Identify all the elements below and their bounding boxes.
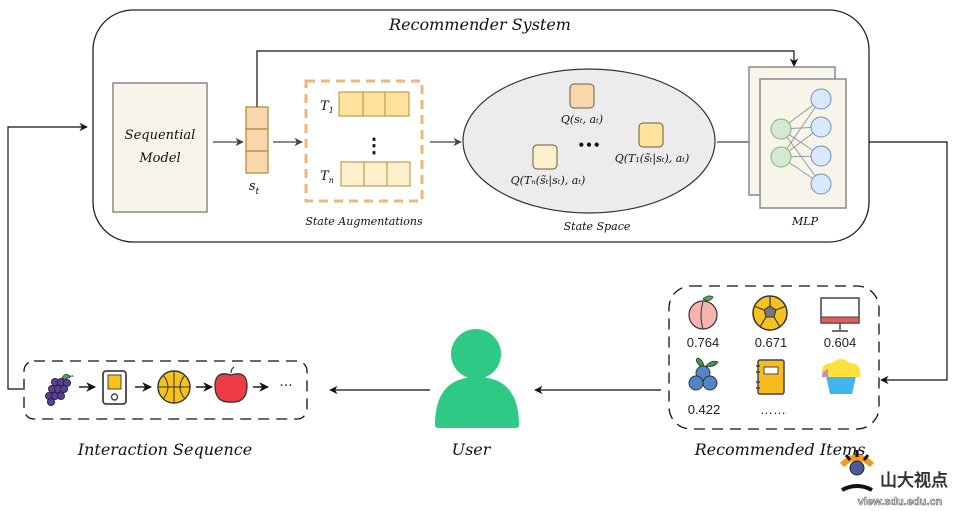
mlp-block bbox=[748, 66, 847, 209]
interaction-sequence-box bbox=[23, 360, 308, 420]
state-augmentations-box bbox=[304, 79, 424, 203]
watermark-logo-icon bbox=[839, 450, 875, 492]
apple-icon bbox=[214, 366, 248, 403]
state-space-label: State Space bbox=[564, 220, 631, 233]
state-space-ellipsis: ••• bbox=[577, 138, 600, 152]
state-label: st bbox=[249, 179, 260, 197]
basketball-icon bbox=[157, 370, 191, 404]
interaction-sequence-label: Interaction Sequence bbox=[77, 440, 252, 459]
mlp-input-node bbox=[770, 146, 792, 168]
sequential-model-box bbox=[112, 82, 208, 213]
mlp-input-node bbox=[770, 118, 792, 140]
peach-icon bbox=[688, 295, 718, 330]
recommended-items-box bbox=[668, 285, 880, 430]
mlp-output-node bbox=[810, 173, 832, 195]
monitor-score: 0.604 bbox=[824, 335, 857, 350]
grapes-icon bbox=[45, 374, 74, 406]
q-original-label: Q(sₜ, aₜ) bbox=[561, 113, 603, 126]
sequential-model-label-1: Sequential bbox=[125, 128, 196, 143]
notebook-score: …… bbox=[760, 402, 786, 417]
sequence-ellipsis: ··· bbox=[279, 378, 292, 394]
augmentations-vdots: ⋮ bbox=[364, 133, 384, 157]
state-augmentations-label: State Augmentations bbox=[305, 215, 423, 228]
mlp-output-node bbox=[810, 88, 832, 110]
user-label: User bbox=[452, 440, 492, 459]
skip-connection-arrow bbox=[256, 50, 799, 107]
mlp-edge bbox=[780, 98, 822, 158]
mlp-output-node bbox=[810, 116, 832, 138]
soccer-score: 0.671 bbox=[755, 335, 788, 350]
recommender-system-title: Recommender System bbox=[388, 15, 571, 34]
monitor-icon bbox=[820, 297, 860, 332]
q-original-node bbox=[569, 83, 595, 109]
state-space-ellipse bbox=[462, 68, 716, 214]
q-tn-label: Q(Tₙ(s̃ₜ|sₜ), aₜ) bbox=[511, 174, 586, 188]
watermark-name: 山大视点 bbox=[880, 470, 948, 491]
peach-score: 0.764 bbox=[687, 335, 720, 350]
blueberry-icon bbox=[688, 357, 719, 391]
arrow-interaction-to-model bbox=[7, 122, 88, 390]
mlp-label: MLP bbox=[791, 215, 819, 228]
augmented-state-t1 bbox=[338, 91, 410, 117]
state-vector bbox=[245, 106, 269, 174]
watermark-url: view.sdu.edu.cn bbox=[858, 496, 943, 508]
user-icon bbox=[435, 329, 519, 428]
sequential-model-label-2: Model bbox=[138, 151, 180, 166]
q-tn-node bbox=[532, 144, 558, 170]
q-t1-label: Q(T₁(s̃ₜ|sₜ), aₜ) bbox=[615, 152, 690, 166]
t1-label: T1 bbox=[320, 99, 334, 115]
q-t1-node bbox=[638, 122, 664, 148]
tn-label: Tn bbox=[320, 169, 334, 185]
cupcake-icon bbox=[821, 359, 861, 394]
soccer-ball-icon bbox=[752, 295, 788, 331]
notebook-icon bbox=[756, 359, 785, 395]
augmented-state-tn bbox=[340, 161, 411, 187]
blueberry-score: 0.422 bbox=[688, 402, 721, 417]
mlp-output-node bbox=[810, 145, 832, 167]
music-player-icon bbox=[102, 370, 127, 405]
recommended-items-label: Recommended Items bbox=[694, 440, 866, 459]
arrow-mlp-to-recommended bbox=[869, 141, 948, 385]
